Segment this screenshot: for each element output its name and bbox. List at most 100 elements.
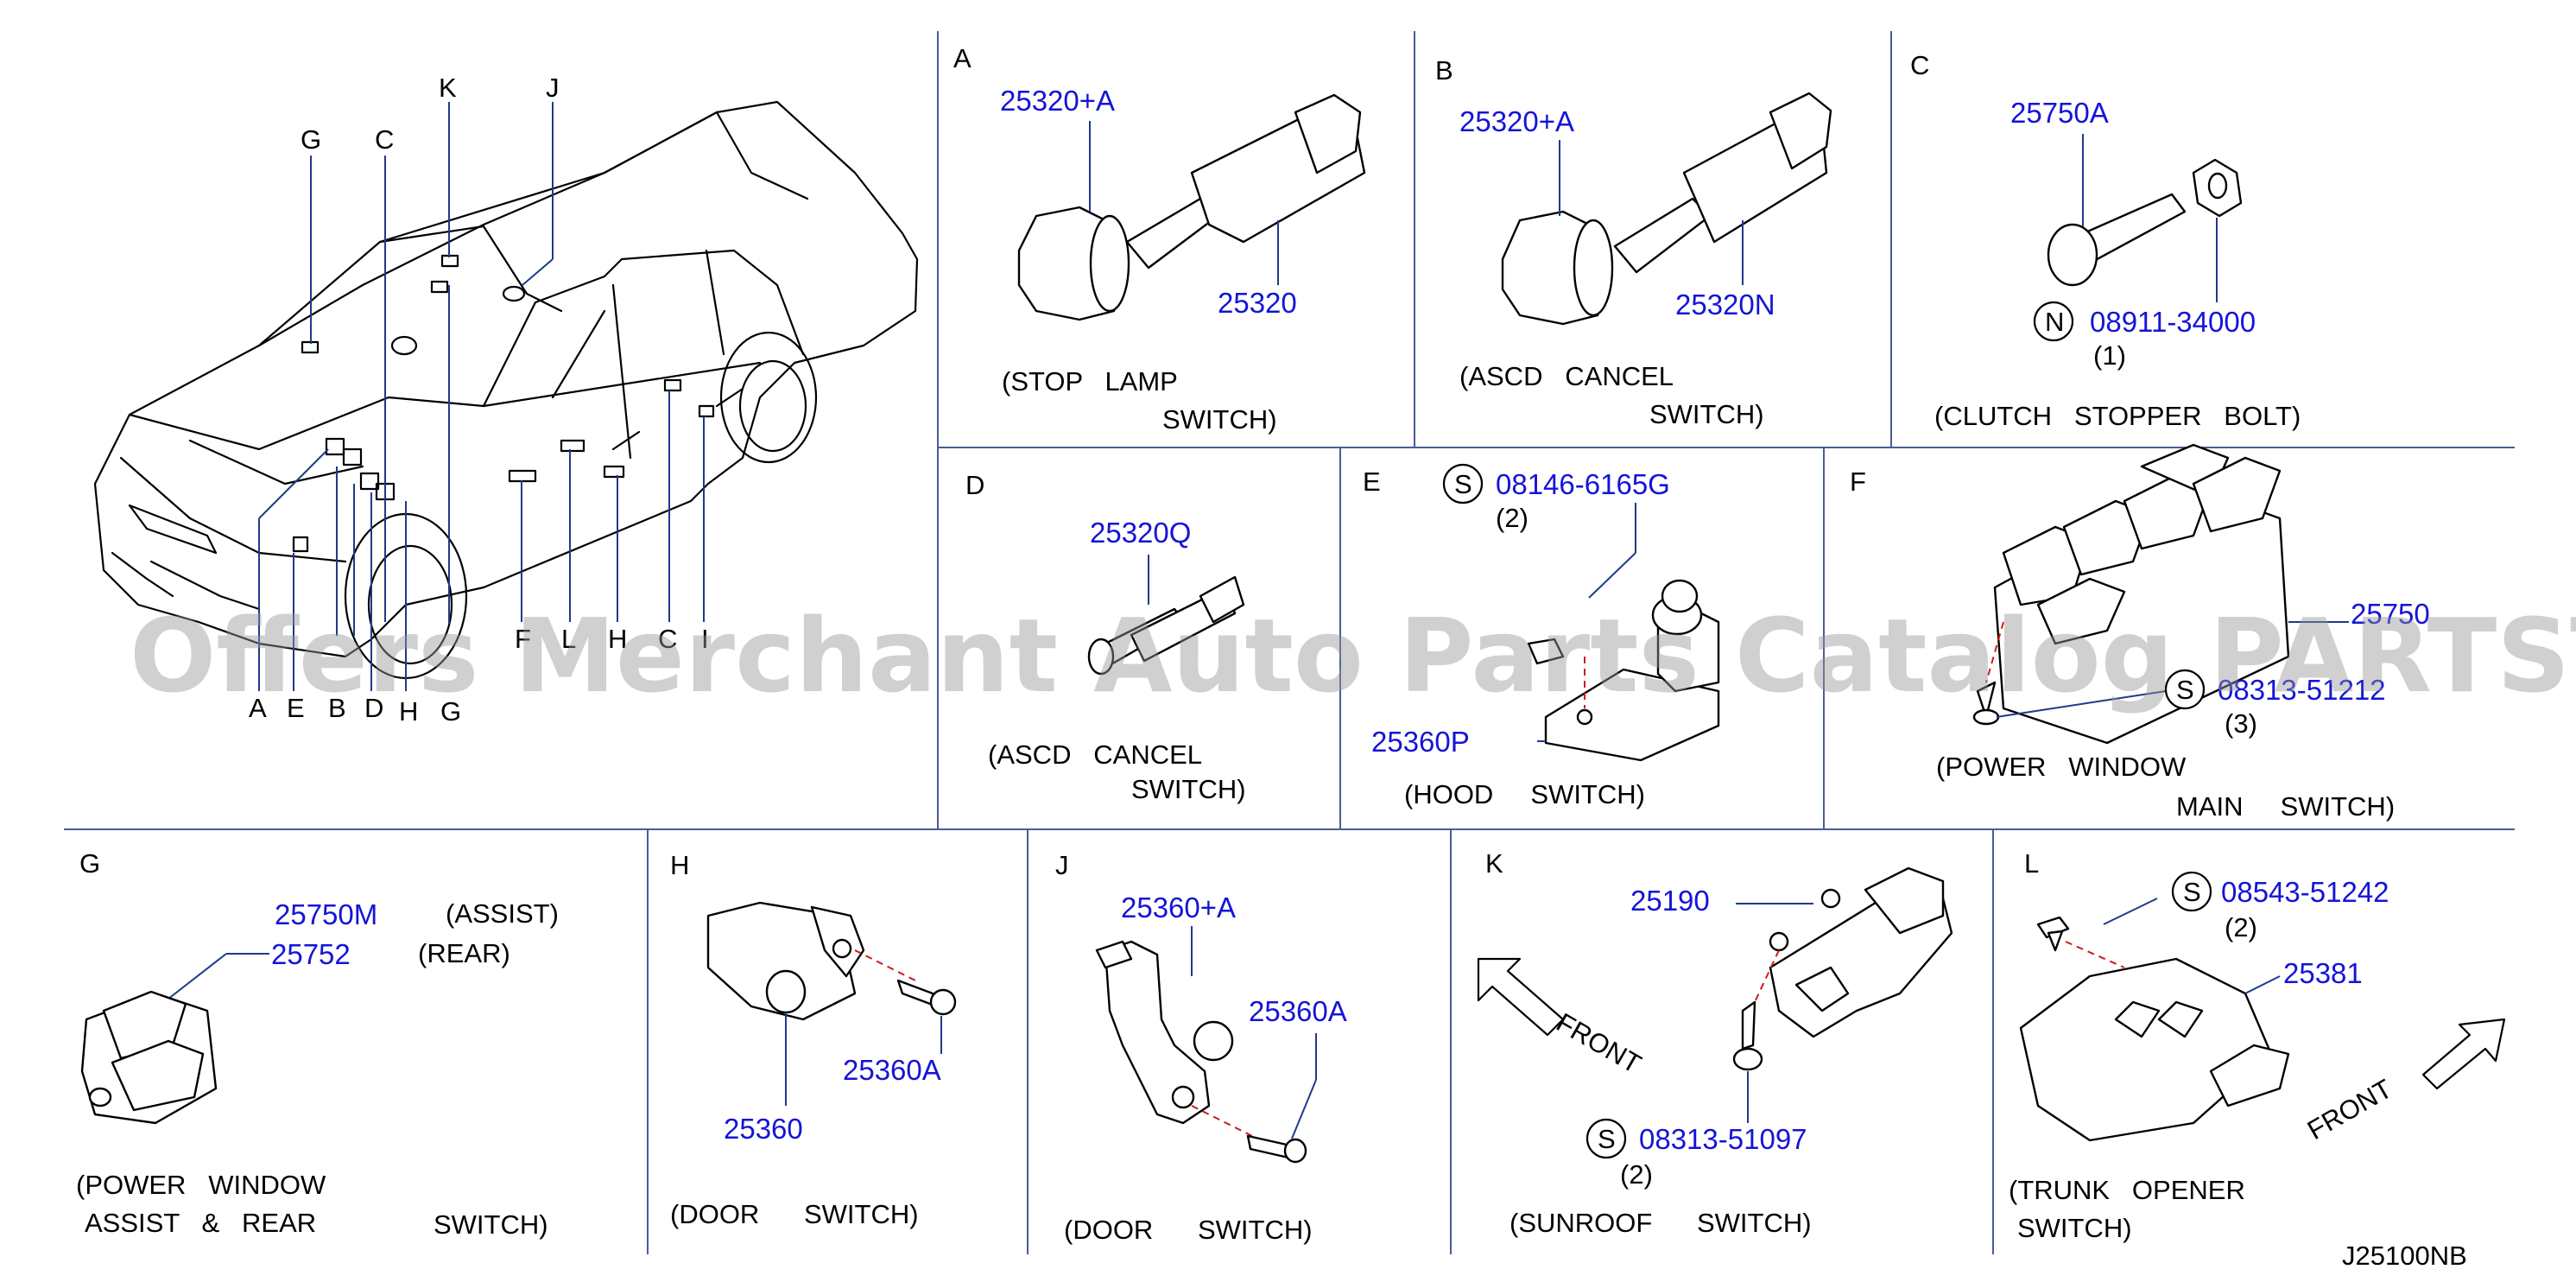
panel-e-part-screw: 08146-6165G bbox=[1496, 468, 1670, 500]
panel-grid bbox=[64, 31, 2515, 1254]
panel-f-letter: F bbox=[1850, 466, 1866, 497]
panel-f-part-screw: 08313-51212 bbox=[2218, 674, 2386, 706]
panel-e-part-main: 25360P bbox=[1371, 726, 1470, 758]
panel-k-caption-1: (SUNROOF SWITCH) bbox=[1510, 1208, 1812, 1238]
car-label-c-bottom: C bbox=[658, 624, 677, 654]
panel-b-part-main: 25320+A bbox=[1459, 105, 1574, 137]
sunroof-switch-drawing bbox=[1732, 866, 1953, 1123]
hood-switch-drawing bbox=[1527, 503, 1720, 762]
panel-g: G 25750M (ASSIST) 25752 (REAR) (POWER WI… bbox=[76, 848, 559, 1240]
panel-c-part-sub: 08911-34000 bbox=[2090, 306, 2256, 338]
panel-l-symbol-circle bbox=[2171, 871, 2212, 912]
panel-f-qty: (3) bbox=[2225, 708, 2257, 739]
panel-c: C 25750A N 08911-34000 (1) (CLUTCH STOPP… bbox=[1910, 50, 2301, 431]
panel-h: H 25360A 25360 (DOOR SWITCH) bbox=[670, 850, 957, 1229]
car-label-i: I bbox=[701, 624, 709, 654]
panel-e-symbol: S bbox=[1454, 469, 1472, 499]
panel-l-front: FRONT bbox=[2302, 1073, 2397, 1146]
panel-h-part-screw: 25360A bbox=[843, 1054, 941, 1086]
car-label-h-front: H bbox=[399, 696, 418, 727]
panel-a-caption-1: (STOP LAMP bbox=[1002, 366, 1178, 397]
panel-g-caption-2: ASSIST & REAR bbox=[85, 1208, 316, 1238]
panel-f-symbol-circle bbox=[2164, 669, 2206, 710]
door-switch-j-drawing bbox=[1095, 926, 1317, 1164]
panel-g-caption-3: SWITCH) bbox=[434, 1209, 548, 1240]
panel-l-letter: L bbox=[2024, 848, 2039, 879]
door-switch-h-drawing bbox=[706, 901, 957, 1106]
front-arrow-k bbox=[1477, 957, 1565, 1037]
panel-d-letter: D bbox=[965, 470, 984, 500]
panel-h-part-main: 25360 bbox=[724, 1113, 803, 1145]
panel-l-part-main: 25381 bbox=[2283, 957, 2363, 989]
panel-f-caption-2: MAIN SWITCH) bbox=[2176, 791, 2395, 822]
power-window-main-switch-drawing bbox=[1972, 443, 2349, 745]
car-label-j-top: J bbox=[546, 73, 560, 103]
panel-e-letter: E bbox=[1363, 466, 1381, 497]
panel-d-part-main: 25320Q bbox=[1090, 517, 1191, 549]
panel-f-symbol: S bbox=[2176, 675, 2194, 705]
panel-j-part-main: 25360+A bbox=[1121, 892, 1236, 923]
ascd-cancel-switch-b-drawing bbox=[1501, 92, 1832, 326]
panel-f: F 25750 S 08313-51212 (3) (POWER WINDOW … bbox=[1850, 443, 2430, 822]
car-overview: G C K J A E B D H G F L H C I bbox=[93, 73, 919, 727]
panel-a-caption-2: SWITCH) bbox=[1162, 404, 1277, 435]
panel-a-part-sub: 25320 bbox=[1218, 287, 1297, 319]
panel-k: K 25190 FRONT S 08313-51097 (2) (SUNROOF… bbox=[1477, 848, 1953, 1238]
car-label-g-bottom: G bbox=[440, 696, 461, 727]
panel-c-symbol: N bbox=[2045, 307, 2064, 337]
panel-h-caption-1: (DOOR SWITCH) bbox=[670, 1199, 919, 1229]
panel-l: L S 08543-51242 (2) 25381 FRONT (TRUNK O… bbox=[2009, 848, 2506, 1271]
panel-e-caption-1: (HOOD SWITCH) bbox=[1404, 779, 1645, 809]
panel-e-qty: (2) bbox=[1496, 503, 1529, 533]
panel-k-qty: (2) bbox=[1620, 1159, 1653, 1190]
panel-d: D 25320Q (ASCD CANCEL SWITCH) bbox=[965, 470, 1246, 804]
panel-c-letter: C bbox=[1910, 50, 1929, 80]
car-body-drawing bbox=[93, 100, 919, 680]
panel-h-letter: H bbox=[670, 850, 689, 880]
assist-rear-switch-drawing bbox=[80, 953, 269, 1125]
car-label-h-rear: H bbox=[608, 624, 627, 654]
panel-b-letter: B bbox=[1435, 55, 1453, 86]
panel-k-part-main: 25190 bbox=[1630, 885, 1710, 917]
panel-a-letter: A bbox=[953, 43, 972, 73]
panel-k-front: FRONT bbox=[1552, 1007, 1647, 1080]
watermark-text: Offers Merchant Auto Parts Catalog PARTS… bbox=[130, 596, 2576, 715]
panel-k-part-screw: 08313-51097 bbox=[1639, 1123, 1807, 1155]
car-label-l: L bbox=[561, 624, 576, 654]
panel-g-label-b: (REAR) bbox=[418, 938, 510, 968]
panel-a-part-main: 25320+A bbox=[1000, 85, 1115, 117]
panel-l-caption-2: SWITCH) bbox=[2017, 1213, 2132, 1243]
front-arrow-l bbox=[2421, 1018, 2506, 1090]
panel-l-qty: (2) bbox=[2225, 912, 2257, 942]
panel-j-letter: J bbox=[1055, 850, 1069, 880]
car-label-g-top: G bbox=[301, 124, 321, 155]
car-label-d: D bbox=[364, 693, 383, 723]
panel-f-caption-1: (POWER WINDOW bbox=[1936, 752, 2187, 782]
panel-k-letter: K bbox=[1485, 848, 1503, 879]
panel-b-part-sub: 25320N bbox=[1675, 289, 1775, 320]
panel-a: A 25320+A 25320 (STOP LAMP SWITCH) bbox=[953, 43, 1366, 435]
diagram-code: J25100NB bbox=[2342, 1241, 2467, 1271]
panel-g-part-a: 25750M bbox=[275, 898, 377, 930]
panel-b-caption-1: (ASCD CANCEL bbox=[1459, 361, 1674, 391]
clutch-stopper-bolt-drawing bbox=[2047, 134, 2243, 302]
panel-g-letter: G bbox=[79, 848, 100, 879]
panel-d-caption-2: SWITCH) bbox=[1131, 774, 1246, 804]
panel-g-part-b: 25752 bbox=[271, 938, 351, 970]
panel-j-part-screw: 25360A bbox=[1249, 995, 1347, 1027]
car-label-e: E bbox=[287, 693, 305, 723]
car-label-a: A bbox=[249, 693, 267, 723]
panel-l-symbol: S bbox=[2183, 877, 2201, 907]
trunk-opener-switch-drawing bbox=[2019, 898, 2290, 1142]
panel-l-part-screw: 08543-51242 bbox=[2221, 876, 2389, 908]
panel-d-caption-1: (ASCD CANCEL bbox=[988, 739, 1202, 770]
stop-lamp-switch-drawing bbox=[1017, 93, 1366, 321]
panel-l-caption-1: (TRUNK OPENER bbox=[2009, 1175, 2245, 1205]
car-label-c-top: C bbox=[375, 124, 394, 155]
panel-f-part-main: 25750 bbox=[2351, 598, 2430, 630]
panel-c-part-main: 25750A bbox=[2010, 97, 2109, 129]
panel-b: B 25320+A 25320N (ASCD CANCEL SWITCH) bbox=[1435, 55, 1832, 429]
car-leader-lines bbox=[258, 102, 705, 691]
panel-c-caption-1: (CLUTCH STOPPER BOLT) bbox=[1934, 401, 2301, 431]
